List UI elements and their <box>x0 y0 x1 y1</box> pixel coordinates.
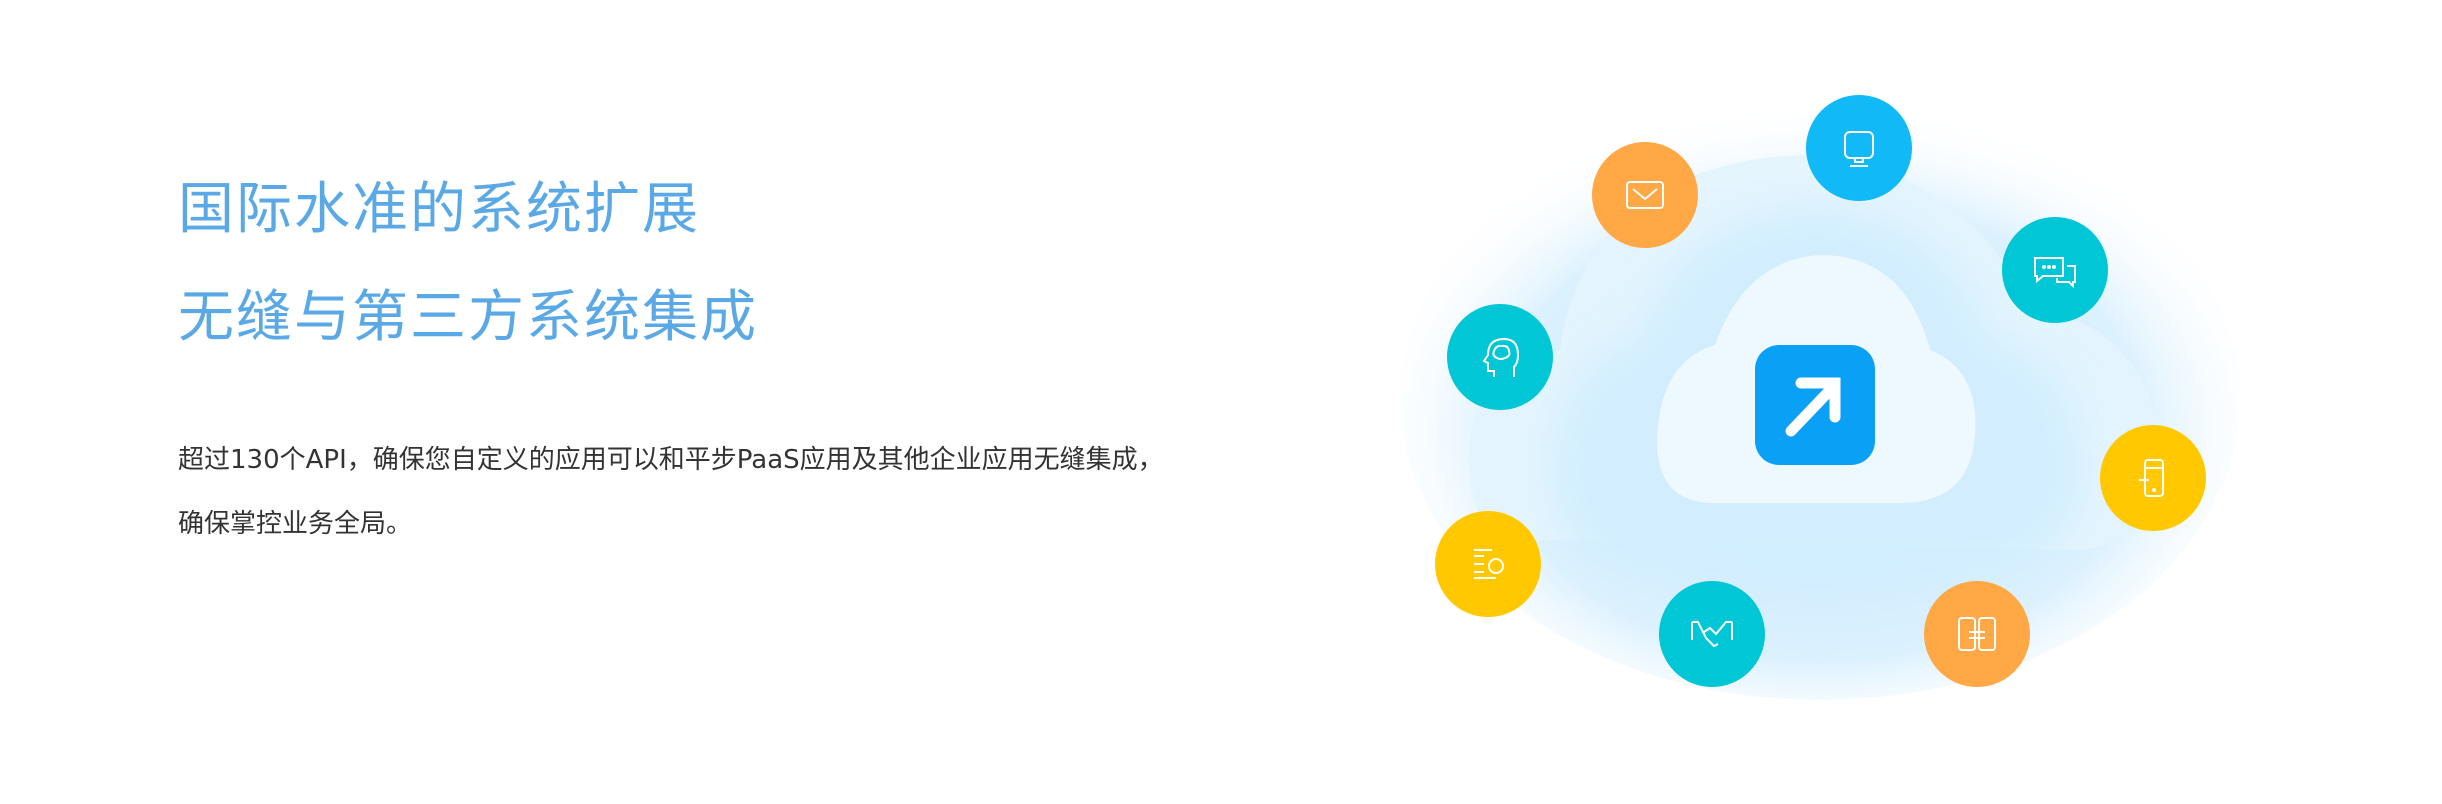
app-logo-icon <box>1755 345 1875 465</box>
mail-icon <box>1592 142 1698 248</box>
chat-icon <box>2002 217 2108 323</box>
heading-line-2: 无缝与第三方系统集成 <box>178 285 758 350</box>
brain-head-icon <box>1447 304 1553 410</box>
list-icon <box>1435 511 1541 617</box>
phone-icon <box>2100 425 2206 531</box>
monitor-icon <box>1806 95 1912 201</box>
devices-icon <box>1924 581 2030 687</box>
integration-illustration <box>1380 60 2280 720</box>
description-text: 超过130个API，确保您自定义的应用可以和平步PaaS应用及其他企业应用无缝集… <box>178 445 1164 539</box>
handshake-icon <box>1659 581 1765 687</box>
heading-line-1: 国际水准的系统扩展 <box>178 177 700 242</box>
